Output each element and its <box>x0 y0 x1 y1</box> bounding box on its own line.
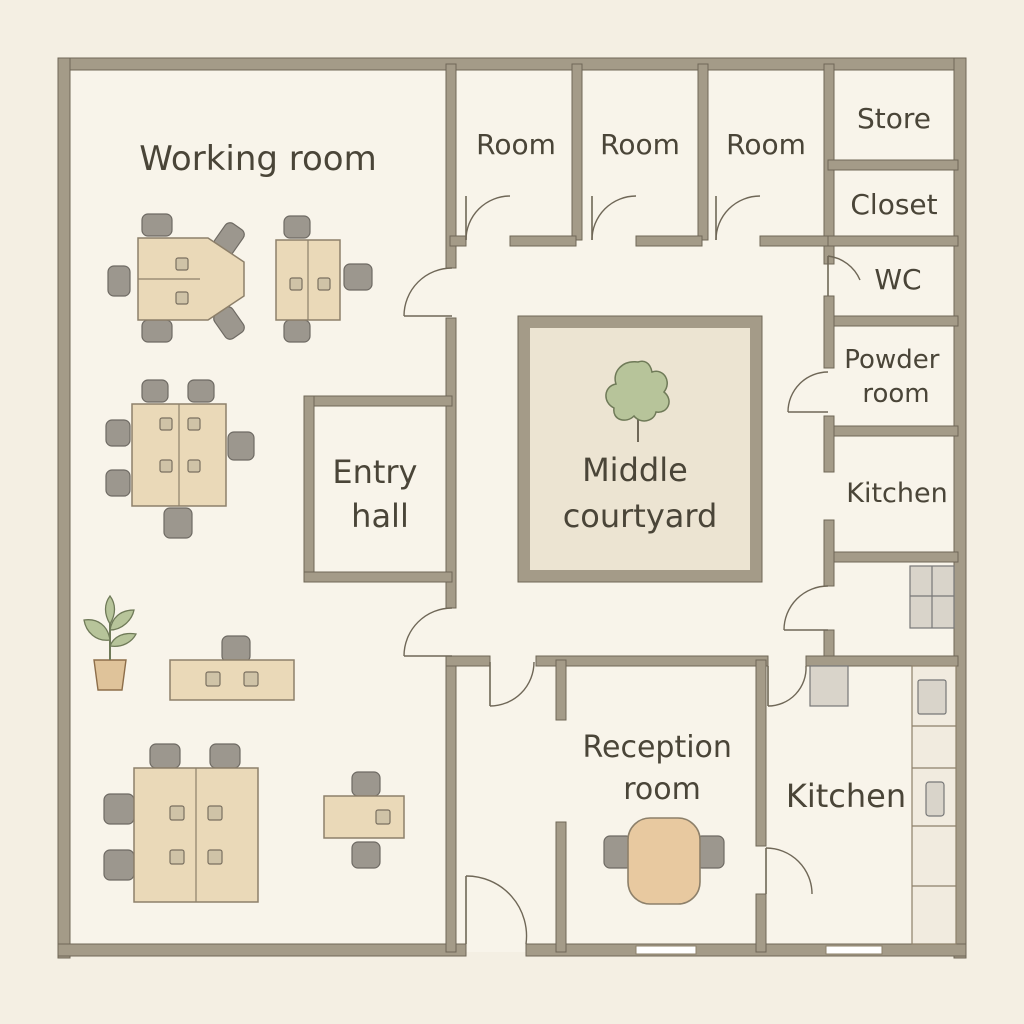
wall-entry-bottom <box>303 571 453 583</box>
fridge-icon <box>809 665 849 707</box>
door-powder-room <box>787 371 829 413</box>
wall-corridor-reception-1 <box>555 659 567 721</box>
door-kitchen-reception <box>765 847 813 895</box>
wall-south-row-top-1 <box>445 655 491 667</box>
label-room-3: Room <box>726 128 806 161</box>
doors <box>403 195 861 945</box>
stove-icon <box>917 679 947 715</box>
door-room-1 <box>465 195 511 241</box>
label-reception-room: Reception room <box>583 730 742 807</box>
wall-rooms-south-0 <box>449 235 467 247</box>
label-entry-hall: Entry hall <box>332 453 427 535</box>
label-room-2: Room <box>600 128 680 161</box>
wall-reception-kitchen-1 <box>755 659 767 847</box>
wall-entry-top <box>303 395 453 407</box>
wall-store-closet <box>827 159 959 171</box>
wall-outer-left <box>57 57 71 959</box>
label-powder-room: Powder room <box>844 345 947 409</box>
door-working-room-south <box>403 607 453 657</box>
wall-working-room-east-3 <box>445 655 457 953</box>
room-labels: Working room Room Room Room Store Closet… <box>139 102 947 815</box>
sink-icon <box>925 781 945 817</box>
reception-table <box>603 817 725 905</box>
wall-powder-kitchen <box>827 425 959 437</box>
desk-single <box>169 635 295 701</box>
wall-reception-kitchen-2 <box>755 893 767 953</box>
desk-side <box>323 771 405 869</box>
wall-room-1-2 <box>571 63 583 241</box>
door-kitchen-south-north <box>767 665 807 707</box>
door-working-room-north <box>403 267 453 317</box>
wall-outer-bottom-right <box>525 943 967 957</box>
label-kitchen-east: Kitchen <box>846 478 947 509</box>
workstation-cluster-1 <box>107 213 245 343</box>
label-kitchen-south: Kitchen <box>786 777 906 815</box>
door-wc <box>827 255 861 296</box>
workstation-cluster-3 <box>103 743 259 903</box>
utility-fixtures <box>909 565 955 629</box>
working-room-furniture <box>83 213 405 903</box>
wall-outer-right <box>953 57 967 959</box>
label-working-room: Working room <box>139 139 376 179</box>
window-reception <box>635 945 697 955</box>
courtyard <box>517 315 763 583</box>
dining-table <box>627 817 701 905</box>
plant-icon <box>83 594 137 691</box>
wall-east-col-1 <box>823 295 835 369</box>
workstation-cluster-2 <box>105 379 255 539</box>
wall-rooms-south-2 <box>635 235 703 247</box>
door-corridor-north <box>489 661 535 707</box>
label-room-1: Room <box>476 128 556 161</box>
door-room-3 <box>715 195 761 241</box>
wall-closet-wc <box>827 235 959 247</box>
door-entrance <box>465 875 528 945</box>
kitchen-fixtures <box>809 665 957 945</box>
window-kitchen <box>825 945 883 955</box>
workstation-pair <box>275 215 373 343</box>
wall-working-room-east-2 <box>445 317 457 609</box>
wall-entry-left <box>303 395 315 581</box>
wall-east-col-3 <box>823 519 835 587</box>
wall-rooms-south-1 <box>509 235 577 247</box>
label-closet: Closet <box>850 188 937 221</box>
wall-corridor-reception-2 <box>555 821 567 953</box>
wall-rooms-south-3 <box>759 235 835 247</box>
wall-south-row-top-2 <box>535 655 769 667</box>
wall-east-col-2 <box>823 415 835 473</box>
label-middle-courtyard: Middle courtyard <box>563 451 718 535</box>
wall-room-2-3 <box>697 63 709 241</box>
wall-wc-powder <box>827 315 959 327</box>
label-wc: WC <box>874 263 921 296</box>
wall-south-row-top-3 <box>805 655 959 667</box>
door-room-2 <box>591 195 637 241</box>
wall-kitchen-utility <box>827 551 959 563</box>
door-utility <box>783 585 829 631</box>
label-store: Store <box>857 102 931 135</box>
wall-outer-bottom-left <box>57 943 467 957</box>
tree-icon <box>605 360 670 442</box>
